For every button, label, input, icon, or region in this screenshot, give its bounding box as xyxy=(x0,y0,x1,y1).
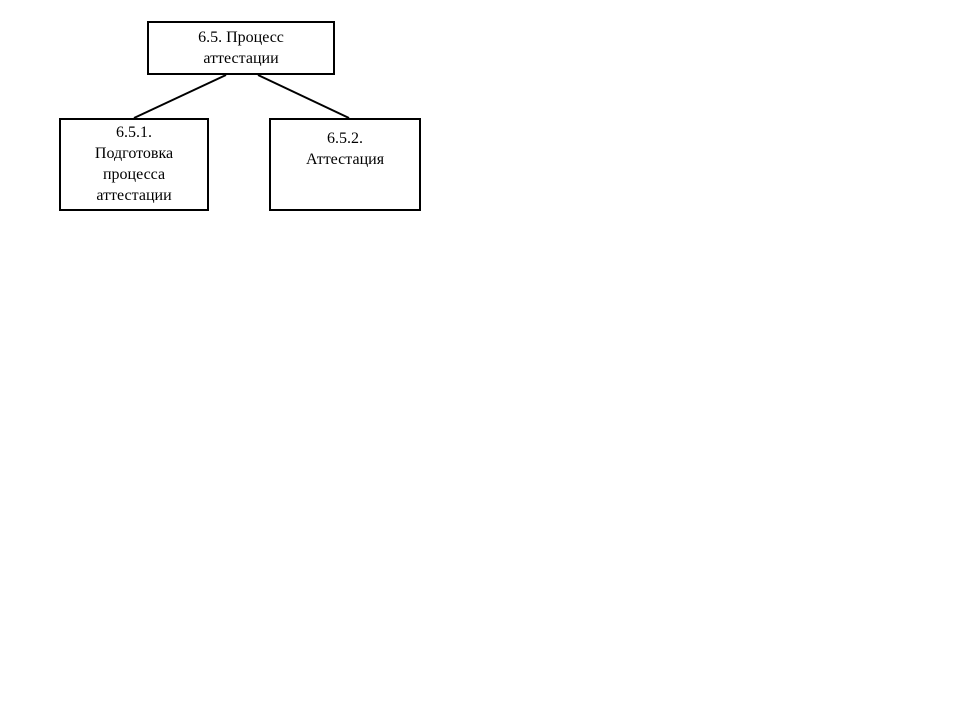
child-node-preparation-line-2: Подготовка xyxy=(94,145,174,162)
child-node-preparation-line-3: процесса xyxy=(102,166,166,183)
child-node-preparation-line-1: 6.5.1. xyxy=(116,124,152,141)
child-node-preparation: 6.5.1. Подготовка процесса аттестации xyxy=(59,118,209,211)
connector-root-to-child-1 xyxy=(133,74,227,119)
root-node: 6.5. Процесс аттестации xyxy=(147,21,335,75)
child-node-attestation: 6.5.2. Аттестация xyxy=(269,118,421,211)
connector-root-to-child-2 xyxy=(257,74,350,119)
child-node-attestation-line-1: 6.5.2. xyxy=(327,130,363,147)
child-node-attestation-line-2: Аттестация xyxy=(305,151,385,168)
root-node-label-line-2: аттестации xyxy=(203,50,279,67)
root-node-label-line-1: 6.5. Процесс xyxy=(198,29,284,46)
child-node-preparation-line-4: аттестации xyxy=(96,187,172,204)
